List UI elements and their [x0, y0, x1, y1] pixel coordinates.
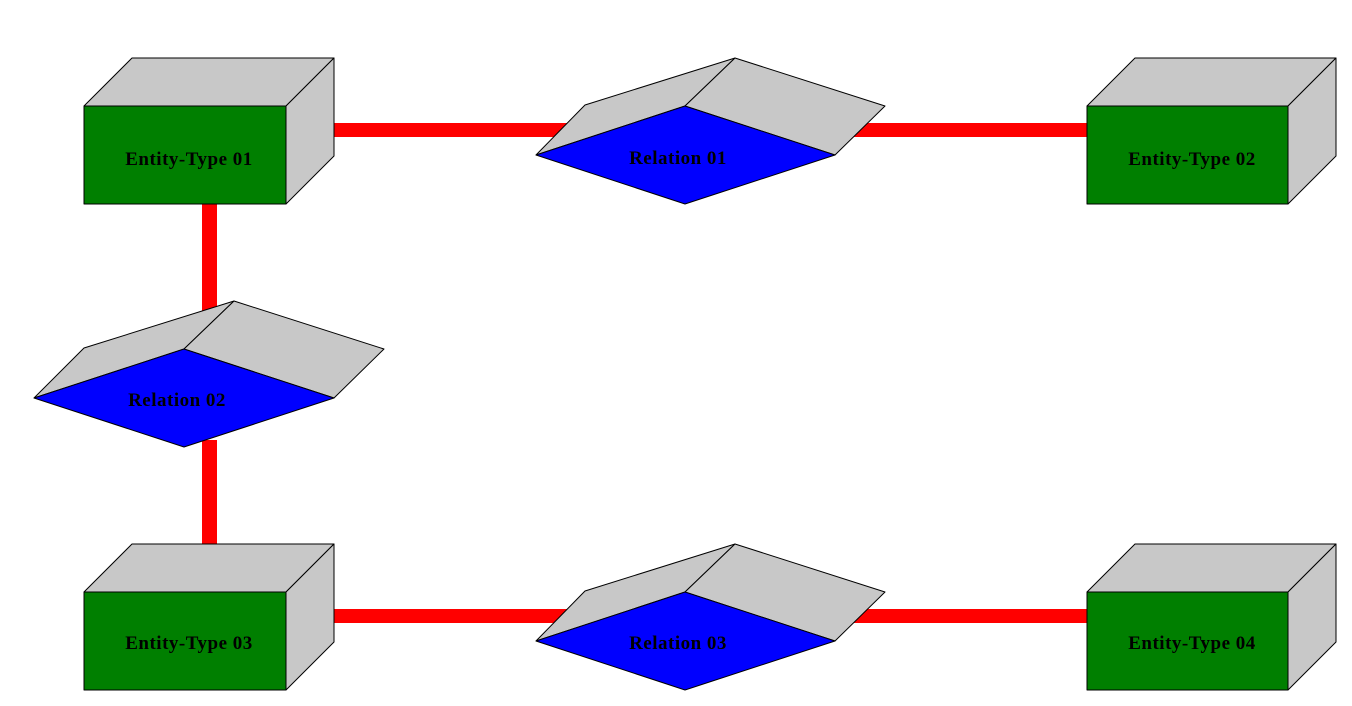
relation-02-front: [33, 348, 335, 448]
relation-03-front: [535, 591, 836, 691]
relation-01-label: Relation 01: [629, 148, 727, 169]
connector-e01-r02[interactable]: [202, 203, 217, 334]
relation-03-label: Relation 03: [629, 633, 727, 654]
connector-r01-e02[interactable]: [840, 123, 1088, 137]
entity-type-02[interactable]: Entity-Type 02: [1086, 57, 1337, 205]
entity-type-04-front: [1086, 591, 1289, 691]
entity-type-04-label: Entity-Type 04: [1128, 633, 1256, 654]
entity-type-01-front: [83, 105, 287, 205]
entity-type-03-label: Entity-Type 03: [125, 633, 253, 654]
connectors: [202, 123, 1088, 623]
relation-02[interactable]: Relation 02: [33, 300, 385, 448]
entity-type-01-label: Entity-Type 01: [125, 149, 253, 170]
relation-01-front: [535, 105, 836, 205]
connector-r02-e03[interactable]: [202, 440, 217, 576]
entity-type-03-front: [83, 591, 287, 691]
relation-03[interactable]: Relation 03: [535, 543, 886, 691]
entity-type-04[interactable]: Entity-Type 04: [1086, 543, 1337, 691]
connector-r03-e04[interactable]: [840, 609, 1088, 623]
connector-e01-r01[interactable]: [300, 123, 580, 137]
entity-type-03[interactable]: Entity-Type 03: [83, 543, 335, 691]
entity-type-02-front: [1086, 105, 1289, 205]
connector-e03-r03[interactable]: [300, 609, 580, 623]
entity-type-01[interactable]: Entity-Type 01: [83, 57, 335, 205]
relation-01[interactable]: Relation 01: [535, 57, 886, 205]
entity-type-02-label: Entity-Type 02: [1128, 149, 1256, 170]
relation-02-label: Relation 02: [128, 390, 226, 411]
